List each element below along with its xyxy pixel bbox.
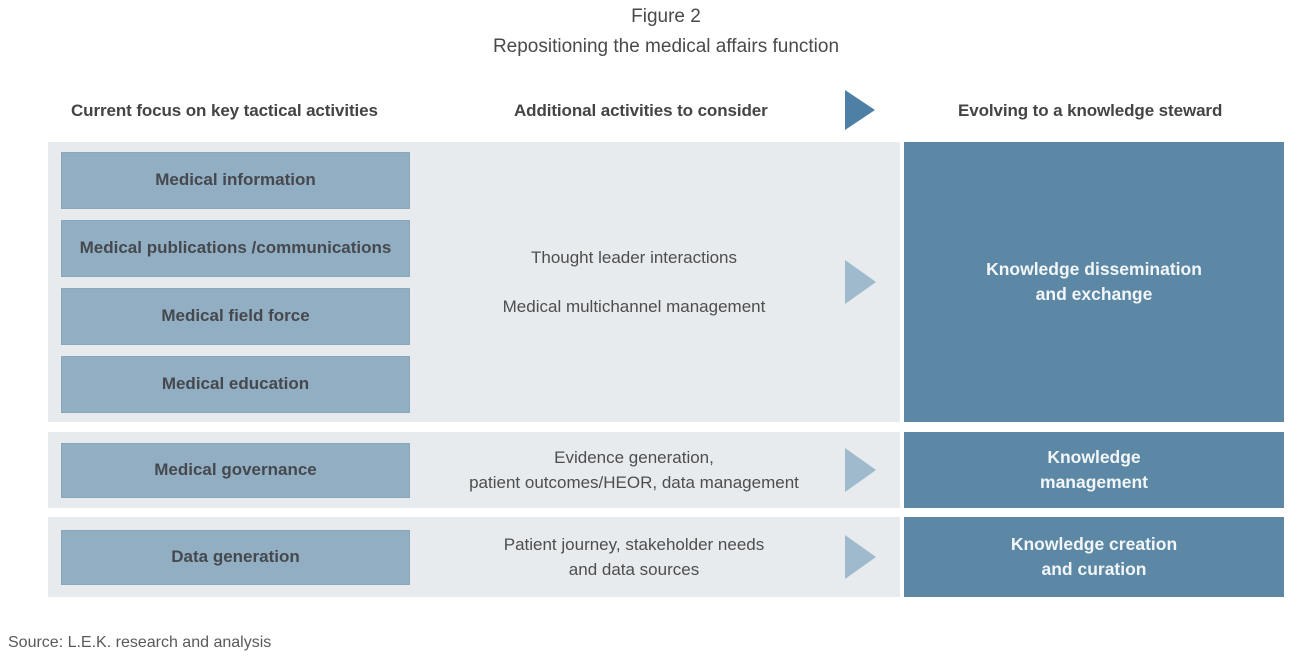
header-arrow-right-icon (845, 90, 875, 130)
knowledge-box-line: and curation (1041, 559, 1147, 579)
band-3-additional-activities: Patient journey, stakeholder needs and d… (410, 532, 900, 582)
band-1-additional-activities: Thought leader interactions Medical mult… (410, 245, 900, 319)
tactical-box-medical-information: Medical information (61, 151, 410, 209)
tactical-box-medical-governance: Medical governance (61, 442, 410, 498)
band-3-activity-zone: Data generation Patient journey, stakeho… (48, 517, 900, 597)
band-3-arrow-right-icon (845, 535, 876, 579)
activity-multichannel: Medical multichannel management (502, 297, 766, 316)
band-1-tactical-boxes: Medical information Medical publications… (61, 151, 410, 413)
column-header-additional-activities: Additional activities to consider (514, 101, 768, 120)
column-header-evolving: Evolving to a knowledge steward (958, 101, 1223, 120)
figure-number: Figure 2 (631, 6, 701, 27)
band-2-tactical-boxes: Medical governance (61, 442, 410, 498)
activity-patient-journey: Patient journey, stakeholder needs (503, 535, 765, 554)
activity-thought-leader: Thought leader interactions (530, 248, 738, 267)
knowledge-box-line: management (1040, 472, 1148, 492)
knowledge-box-line: and exchange (1035, 284, 1153, 304)
band-1-activity-zone: Medical information Medical publications… (48, 142, 900, 422)
knowledge-box-dissemination: Knowledge dissemination and exchange (904, 142, 1284, 422)
knowledge-box-management: Knowledge management (904, 432, 1284, 508)
tactical-box-medical-field-force: Medical field force (61, 287, 410, 345)
source-note: Source: L.E.K. research and analysis (8, 634, 272, 651)
column-header-current-focus: Current focus on key tactical activities (71, 101, 378, 120)
knowledge-box-line: Knowledge creation (1010, 534, 1178, 554)
diagram-bands: Medical information Medical publications… (48, 142, 1284, 597)
knowledge-box-line: Knowledge dissemination (986, 259, 1202, 279)
figure-subtitle: Repositioning the medical affairs functi… (492, 36, 840, 57)
band-knowledge-creation: Data generation Patient journey, stakeho… (48, 517, 1284, 597)
knowledge-box-line: Knowledge (1047, 447, 1141, 467)
band-3-tactical-boxes: Data generation (61, 529, 410, 585)
band-2-arrow-right-icon (845, 448, 876, 492)
figure-title-block: Figure 2 Repositioning the medical affai… (48, 2, 1284, 62)
band-knowledge-management: Medical governance Evidence generation, … (48, 432, 1284, 508)
band-2-additional-activities: Evidence generation, patient outcomes/HE… (410, 445, 900, 495)
band-2-activity-zone: Medical governance Evidence generation, … (48, 432, 900, 508)
activity-evidence-generation: Evidence generation, (554, 448, 714, 467)
band-knowledge-dissemination: Medical information Medical publications… (48, 142, 1284, 422)
knowledge-box-creation: Knowledge creation and curation (904, 517, 1284, 597)
activity-data-sources: and data sources (568, 560, 700, 579)
tactical-box-medical-education: Medical education (61, 355, 410, 413)
band-1-arrow-right-icon (845, 260, 876, 304)
activity-patient-outcomes: patient outcomes/HEOR, data management (469, 473, 799, 492)
tactical-box-medical-publications: Medical publications /communications (61, 219, 410, 277)
tactical-box-data-generation: Data generation (61, 529, 410, 585)
